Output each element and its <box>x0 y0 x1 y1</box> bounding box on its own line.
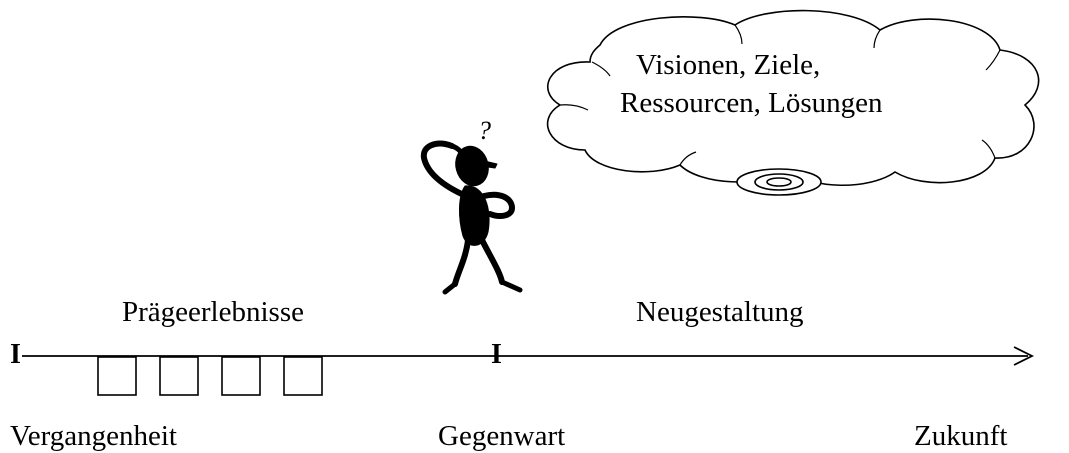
label-future: Zukunft <box>914 420 1008 452</box>
cloud-scallop <box>591 61 611 77</box>
experience-box <box>221 356 261 396</box>
label-future-phase: Neugestaltung <box>636 296 804 328</box>
cloud-scallop <box>679 151 697 166</box>
experience-boxes <box>97 356 323 396</box>
thought-cloud <box>546 9 1040 187</box>
label-past: Vergangenheit <box>10 420 177 452</box>
cloud-scallop <box>873 29 881 49</box>
experience-box <box>283 356 323 396</box>
timeline-start-marker: I <box>10 339 21 370</box>
cloud-text-line-1: Visionen, Ziele, <box>636 49 821 81</box>
cloud-scallop <box>734 24 743 45</box>
thinking-figure-icon <box>420 140 523 295</box>
experience-box <box>159 356 199 396</box>
label-past-phase: Prägeerlebnisse <box>122 296 304 328</box>
cloud-scallop <box>985 49 1001 71</box>
label-present: Gegenwart <box>438 420 566 452</box>
timeline-arrowhead <box>1013 346 1035 366</box>
experience-box <box>97 356 137 396</box>
cloud-scallop <box>981 139 996 159</box>
cloud-text-line-2: Ressourcen, Lösungen <box>620 87 883 119</box>
timeline-present-marker: I <box>491 339 502 370</box>
thought-bubble-trail <box>736 168 822 196</box>
cloud-scallop <box>559 104 589 111</box>
question-mark: ? <box>478 116 491 145</box>
